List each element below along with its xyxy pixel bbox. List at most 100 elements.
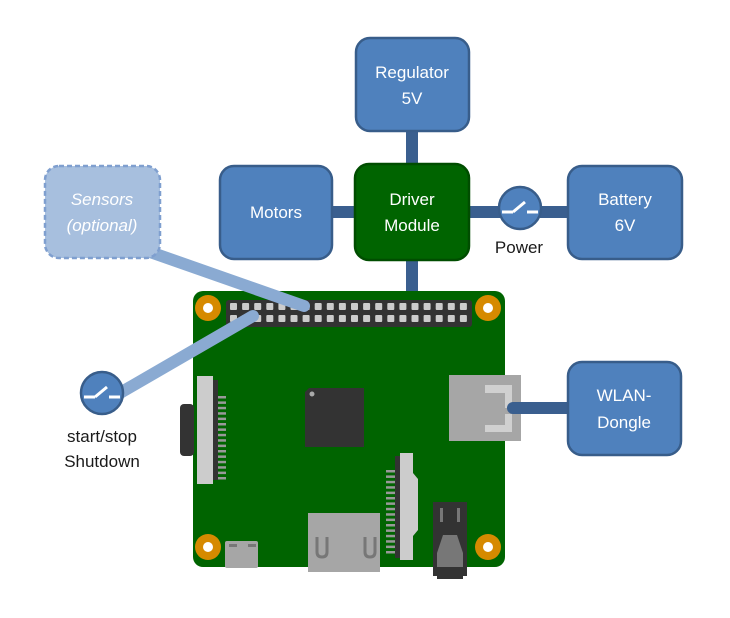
connector-pin xyxy=(218,412,226,415)
connector-pin xyxy=(386,540,395,543)
gpio-pin xyxy=(326,303,334,310)
connector-pin xyxy=(386,524,395,527)
connector-pin xyxy=(218,450,226,453)
power-switch-label: Power xyxy=(495,238,544,257)
connector-pin xyxy=(386,475,395,478)
gpio-header xyxy=(226,300,472,327)
gpio-pin xyxy=(387,303,395,310)
gpio-pin xyxy=(459,303,467,310)
gpio-pin xyxy=(266,303,274,310)
gpio-pin xyxy=(242,303,250,310)
gpio-pin xyxy=(290,315,298,322)
connector-pin xyxy=(386,507,395,511)
connector-pin xyxy=(218,423,226,426)
connector-pin xyxy=(386,502,395,505)
gpio-pin xyxy=(326,315,334,322)
connector-sensors-gpio xyxy=(144,246,310,312)
display-connector xyxy=(180,376,226,484)
gpio-pin xyxy=(338,303,346,310)
raspberry-pi-board xyxy=(180,291,521,579)
gpio-pin xyxy=(435,303,443,310)
gpio-pin xyxy=(254,303,262,310)
gpio-pin xyxy=(266,315,274,322)
shutdown-switch[interactable] xyxy=(79,370,125,416)
switch-icon xyxy=(502,200,538,214)
connector-pin xyxy=(218,396,226,399)
connector-pin xyxy=(218,455,226,458)
audio-jack xyxy=(433,502,467,579)
regulator-label-line1: Regulator xyxy=(375,63,449,82)
mount-hole xyxy=(195,295,221,321)
gpio-pin xyxy=(230,303,237,310)
connector-pin xyxy=(386,545,395,549)
connector-pin xyxy=(218,477,226,480)
battery-label-line2: 6V xyxy=(615,216,636,235)
driver-label-line1: Driver xyxy=(389,190,435,209)
shutdown-label-line1: start/stop xyxy=(67,427,137,446)
mount-hole xyxy=(195,534,221,560)
gpio-pin xyxy=(302,315,310,322)
connector-pin xyxy=(218,401,226,404)
gpio-pin xyxy=(375,315,383,322)
gpio-pin xyxy=(351,303,358,310)
wlan-dongle-block[interactable]: WLAN- Dongle xyxy=(566,360,683,457)
connector-pin xyxy=(386,497,395,500)
mount-hole xyxy=(475,534,501,560)
gpio-pin xyxy=(447,303,455,310)
connector-pin xyxy=(218,471,226,475)
power-switch[interactable] xyxy=(497,185,543,231)
connector-pin xyxy=(386,551,395,554)
wlan-label-line1: WLAN- xyxy=(597,386,652,405)
gpio-pin xyxy=(375,303,383,310)
camera-connector xyxy=(386,453,418,560)
connector-pin xyxy=(218,444,226,448)
driver-label-line2: Module xyxy=(384,216,440,235)
connector-pin xyxy=(386,518,395,522)
connector-pin xyxy=(386,534,395,538)
connector-pin xyxy=(218,417,226,421)
connector-pin xyxy=(218,460,226,464)
hdmi-port xyxy=(308,513,380,572)
connector-pin xyxy=(386,480,395,484)
connector-pin xyxy=(218,428,226,431)
connector-pin xyxy=(218,406,226,410)
gpio-pin xyxy=(447,315,455,322)
regulator-block[interactable]: Regulator 5V xyxy=(354,36,471,133)
gpio-pin xyxy=(459,315,467,322)
gpio-pin xyxy=(411,315,419,322)
connector-pin xyxy=(386,486,395,489)
soc-chip xyxy=(305,388,364,447)
gpio-pin xyxy=(351,315,358,322)
driver-module-block[interactable]: Driver Module xyxy=(353,162,471,262)
gpio-pin xyxy=(363,315,371,322)
battery-label-line1: Battery xyxy=(598,190,652,209)
connector-pin xyxy=(386,491,395,495)
switch-icon xyxy=(84,385,120,399)
gpio-pin xyxy=(411,303,419,310)
regulator-label-line2: 5V xyxy=(402,89,423,108)
gpio-pin xyxy=(314,315,322,322)
motors-block[interactable]: Motors xyxy=(218,164,334,261)
connector-pin xyxy=(386,529,395,532)
gpio-pin xyxy=(314,303,322,310)
gpio-pin xyxy=(435,315,443,322)
usb-port xyxy=(449,375,521,441)
mount-hole xyxy=(475,295,501,321)
gpio-pin xyxy=(423,315,431,322)
gpio-pin xyxy=(399,303,407,310)
gpio-pin xyxy=(363,303,371,310)
gpio-pin xyxy=(278,315,286,322)
gpio-pin xyxy=(338,315,346,322)
connector-pin xyxy=(218,439,226,442)
sensors-label-line2: (optional) xyxy=(67,216,138,235)
gpio-pin xyxy=(387,315,395,322)
gpio-pin xyxy=(423,303,431,310)
connector-pin xyxy=(386,470,395,473)
shutdown-label-line2: Shutdown xyxy=(64,452,140,471)
motors-label: Motors xyxy=(250,203,302,222)
sensors-block[interactable]: Sensors (optional) xyxy=(43,164,162,260)
connector-pin xyxy=(218,433,226,437)
battery-block[interactable]: Battery 6V xyxy=(566,164,684,261)
gpio-pin xyxy=(399,315,407,322)
